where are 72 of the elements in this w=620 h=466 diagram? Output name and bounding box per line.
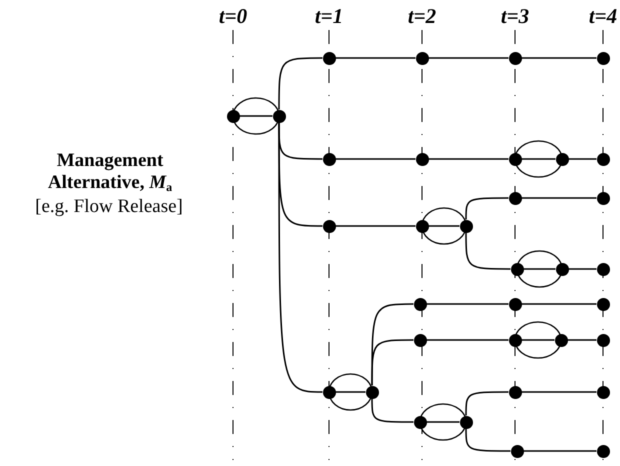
state-dot <box>416 220 428 232</box>
state-dot <box>414 334 426 346</box>
branch-line <box>568 268 596 270</box>
state-dot <box>508 298 522 310</box>
branch-line <box>371 303 414 386</box>
time-label: t=2 <box>406 6 438 27</box>
state-dot <box>596 192 610 204</box>
time-label: t=4 <box>588 6 618 27</box>
axis-title: Management Alternative, M$_{a}$ <box>46 150 174 195</box>
branch-line <box>336 225 416 227</box>
state-dot <box>272 110 286 122</box>
state-dot <box>510 444 524 458</box>
branch-line <box>522 339 554 341</box>
branch-line <box>428 225 460 227</box>
state-dot <box>596 334 610 346</box>
state-dot <box>366 386 378 398</box>
state-dot <box>416 52 428 64</box>
branch-line <box>336 391 366 393</box>
branch-line <box>522 391 596 393</box>
state-dot <box>596 444 610 458</box>
state-dot <box>508 192 522 204</box>
branch-line <box>522 197 596 199</box>
state-dot <box>554 334 568 346</box>
branch-line <box>428 158 508 160</box>
branch-line <box>522 303 596 305</box>
state-dot <box>556 262 568 276</box>
branch-line <box>336 158 416 160</box>
state-dot <box>322 52 336 64</box>
branch-line <box>278 57 322 110</box>
state-dot <box>322 386 336 398</box>
state-dot <box>414 298 426 310</box>
time-label: t=3 <box>500 6 530 27</box>
branch-line <box>371 398 414 423</box>
state-dot <box>460 220 472 232</box>
state-dot <box>460 416 472 428</box>
branch-line <box>428 57 508 59</box>
branch-line <box>524 268 556 270</box>
state-dot <box>414 416 426 428</box>
branch-line <box>371 339 414 386</box>
branch-line <box>465 391 508 416</box>
branch-line <box>465 428 510 452</box>
state-dot <box>322 152 336 166</box>
time-label: t=1 <box>314 6 344 27</box>
time-label: t=0 <box>218 6 248 27</box>
state-dot <box>508 334 522 346</box>
state-dot <box>596 152 610 166</box>
state-dot <box>596 298 610 310</box>
branch-line <box>426 421 460 423</box>
branch-line <box>568 158 596 160</box>
state-dot <box>416 152 428 166</box>
branch-line <box>568 339 596 341</box>
branch-line <box>426 303 508 305</box>
state-dot <box>226 110 240 122</box>
state-dot <box>510 262 524 276</box>
state-dot <box>508 386 522 398</box>
branch-line <box>522 158 556 160</box>
branch-line <box>278 122 323 393</box>
state-dot <box>596 52 610 64</box>
branch-line <box>522 57 596 59</box>
branch-line <box>465 197 508 220</box>
state-dot <box>508 52 522 64</box>
state-dot <box>322 220 336 232</box>
branch-line <box>524 450 596 452</box>
state-dot <box>596 386 610 398</box>
branch-line <box>336 57 416 59</box>
branch-line <box>240 115 272 117</box>
axis-note: [e.g. Flow Release] <box>34 196 184 218</box>
state-dot <box>596 262 610 276</box>
branch-line <box>465 232 510 270</box>
branch-line <box>426 339 508 341</box>
state-dot <box>556 152 568 166</box>
state-dot <box>508 152 522 166</box>
